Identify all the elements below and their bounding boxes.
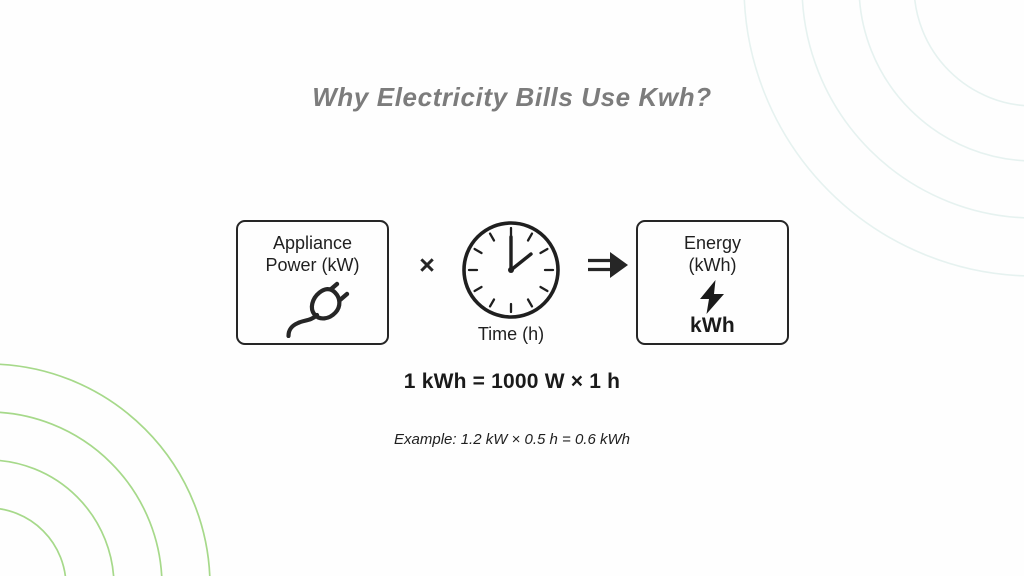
plug-icon-container (238, 280, 387, 343)
plug-icon (285, 281, 349, 339)
example-formula: Example: 1.2 kW × 0.5 h = 0.6 kWh (394, 431, 630, 448)
clock-icon (462, 221, 560, 319)
appliance-power-box: Appliance Power (kW) (236, 220, 389, 345)
energy-label: Energy (kWh) (638, 232, 787, 276)
time-label: Time (h) (477, 324, 545, 344)
clock-hour-hand (509, 252, 533, 272)
double-arrow-icon (588, 252, 628, 278)
energy-box: Energy (kWh) kWh (636, 220, 789, 345)
page-title: Why Electricity Bills Use Kwh? (312, 82, 712, 112)
appliance-power-label: Appliance Power (kW) (238, 232, 387, 276)
clock-icon-container (455, 218, 567, 322)
energy-label-line2: (kWh) (688, 255, 737, 275)
main-formula: 1 kWh = 1000 W × 1 h (403, 370, 621, 393)
appliance-label-line2: Power (kW) (265, 255, 360, 275)
lightning-bolt-container (638, 280, 787, 319)
kwh-unit-label: kWh (690, 314, 735, 337)
energy-label-line1: Energy (683, 233, 742, 253)
implies-arrow-icon (585, 250, 631, 285)
appliance-label-line1: Appliance (272, 233, 353, 253)
multiply-operator-icon: × (419, 250, 435, 280)
lightning-bolt-icon (699, 280, 724, 314)
